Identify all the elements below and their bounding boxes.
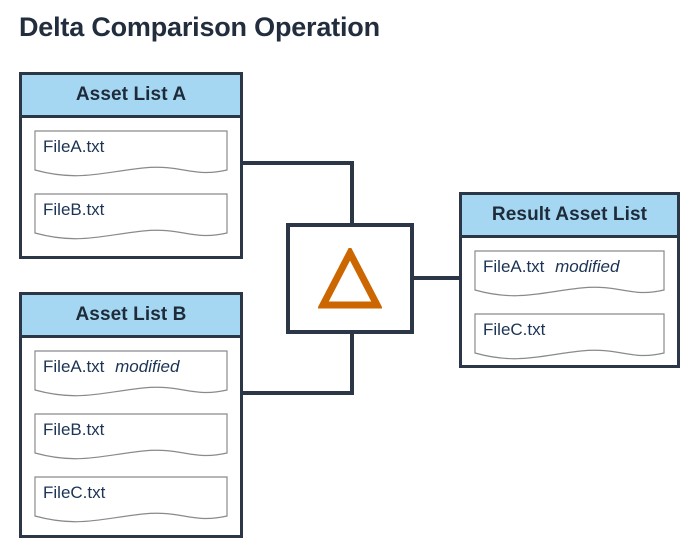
list-item-label: FileA.txt modified [483, 256, 619, 278]
document-shape-icon [34, 130, 228, 177]
list-item-annotation: modified [115, 357, 180, 376]
document-shape-icon [474, 250, 665, 297]
list-item-filename: FileA.txt [43, 137, 105, 156]
list-item-label: FileB.txt [43, 199, 104, 221]
connector-b-to-operator [243, 334, 354, 395]
document-shape-icon [34, 413, 228, 460]
list-item-label: FileC.txt [43, 482, 105, 504]
panel-body-result-asset-list: FileA.txt modified FileC.txt [462, 238, 677, 375]
list-item-filename: FileB.txt [43, 200, 105, 219]
list-item-filename: FileA.txt [483, 257, 545, 276]
list-item-label: FileB.txt [43, 419, 104, 441]
document-shape-icon [34, 350, 228, 397]
list-item[interactable]: FileB.txt [34, 193, 228, 243]
list-item-label: FileA.txt [43, 136, 104, 158]
document-shape-icon [34, 476, 228, 523]
list-item[interactable]: FileB.txt [34, 413, 228, 463]
list-item[interactable]: FileC.txt [474, 313, 665, 363]
panel-asset-list-b[interactable]: Asset List B FileA.txt modified FileB.tx… [19, 292, 243, 538]
list-item-filename: FileB.txt [43, 420, 105, 439]
list-item-filename: FileC.txt [43, 483, 106, 502]
list-item[interactable]: FileA.txt modified [34, 350, 228, 400]
panel-asset-list-a[interactable]: Asset List A FileA.txt FileB.txt [19, 72, 243, 259]
panel-header-asset-list-a: Asset List A [22, 75, 240, 118]
list-item-filename: FileA.txt [43, 357, 105, 376]
list-item[interactable]: FileC.txt [34, 476, 228, 526]
list-item[interactable]: FileA.txt [34, 130, 228, 180]
list-item-filename: FileC.txt [483, 320, 546, 339]
page-title: Delta Comparison Operation [19, 12, 380, 42]
document-shape-icon [34, 193, 228, 240]
list-item-annotation: modified [555, 257, 620, 276]
list-item-label: FileC.txt [483, 319, 545, 341]
panel-header-asset-list-b: Asset List B [22, 295, 240, 338]
panel-body-asset-list-a: FileA.txt FileB.txt [22, 118, 240, 255]
panel-body-asset-list-b: FileA.txt modified FileB.txt FileC.txt [22, 338, 240, 538]
panel-result-asset-list[interactable]: Result Asset List FileA.txt modified Fil… [459, 192, 680, 368]
list-item-label: FileA.txt modified [43, 356, 179, 378]
connector-a-to-operator [243, 161, 354, 223]
delta-triangle-icon [318, 247, 382, 308]
document-shape-icon [474, 313, 665, 360]
panel-header-result-asset-list: Result Asset List [462, 195, 677, 238]
list-item[interactable]: FileA.txt modified [474, 250, 665, 300]
delta-operator-box[interactable] [286, 223, 414, 334]
